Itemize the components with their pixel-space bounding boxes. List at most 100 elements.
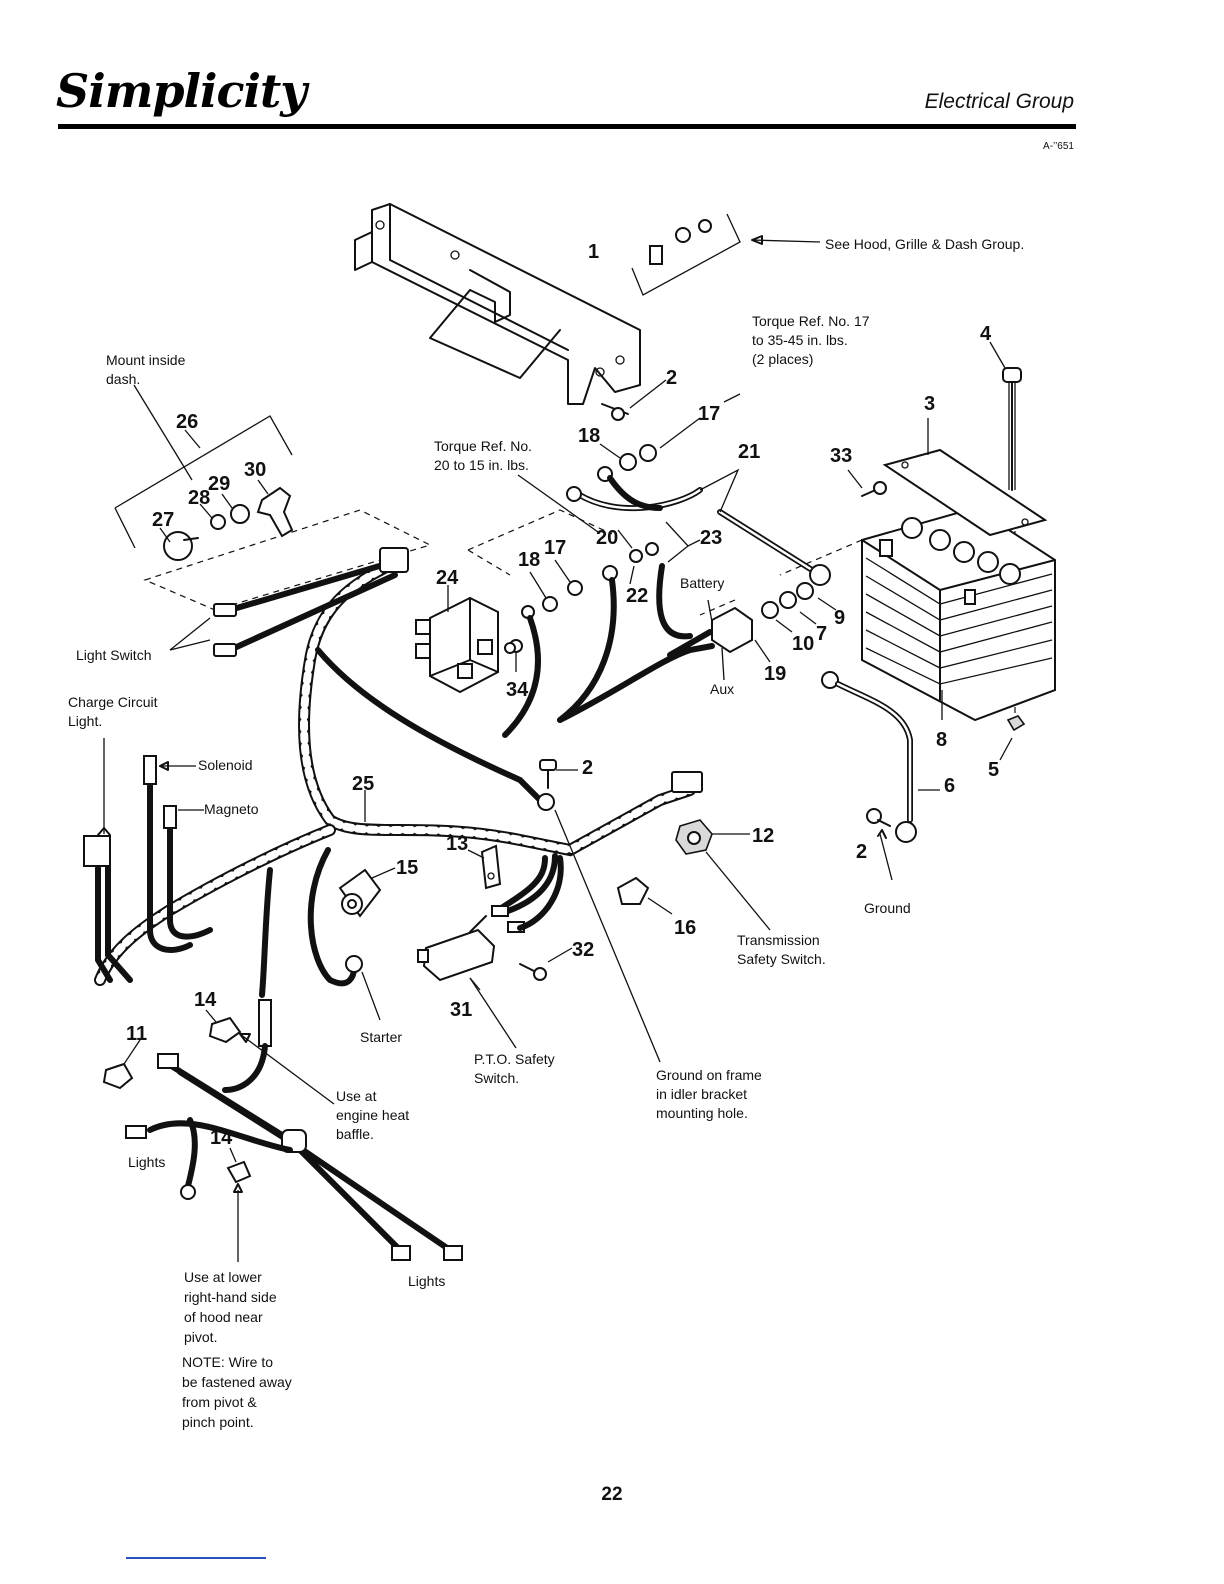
solenoid-24	[415, 585, 523, 694]
lights-left-label: Lights	[128, 1154, 165, 1170]
ground-frame-line1: Ground on frame	[656, 1067, 762, 1083]
mount-dash-line2: dash.	[106, 371, 140, 387]
screw-32	[519, 947, 573, 981]
reference-code: A-’’651	[1043, 141, 1074, 152]
frame-ground-wire	[537, 793, 661, 1063]
pto-safety-switch-31	[417, 915, 517, 1049]
aux-label: Aux	[710, 681, 734, 697]
section-title: Electrical Group	[924, 90, 1074, 113]
starter-wire	[259, 847, 381, 1021]
callout-13: 13	[446, 833, 468, 855]
lower-hood-line3: of hood near	[184, 1309, 263, 1325]
battery-cable-21	[566, 466, 831, 586]
charge-circuit-line1: Charge Circuit	[68, 694, 158, 710]
callout-23: 23	[700, 527, 722, 549]
callout-3: 3	[924, 393, 935, 415]
cable-23	[656, 521, 701, 640]
wiring-harness-25	[94, 547, 703, 986]
torque-20-line1: Torque Ref. No.	[434, 438, 532, 454]
callout-9: 9	[834, 607, 845, 629]
callout-2-center: 2	[582, 757, 593, 779]
callout-34: 34	[506, 679, 529, 701]
callout-18-middle: 18	[518, 549, 540, 571]
mount-dash-line1: Mount inside	[106, 352, 186, 368]
pto-line2: Switch.	[474, 1070, 519, 1086]
heat-baffle-line3: baffle.	[336, 1126, 374, 1142]
ground-frame-line2: in idler bracket	[656, 1086, 747, 1102]
header-rule	[58, 124, 1076, 129]
dash-bracket	[354, 203, 641, 405]
lower-hood-line4: pivot.	[184, 1329, 217, 1345]
note-wire-line4: pinch point.	[182, 1414, 254, 1430]
callout-18-top: 18	[578, 425, 600, 447]
nut-5	[999, 715, 1026, 761]
transmission-line1: Transmission	[737, 932, 820, 948]
footer-line	[126, 1557, 266, 1559]
torque-17-line2: to 35-45 in. lbs.	[752, 332, 848, 348]
callout-2-ground: 2	[856, 841, 867, 863]
heat-baffle-line1: Use at	[336, 1088, 377, 1104]
transmission-safety-switch-12	[675, 819, 771, 931]
hold-down-rod-4	[989, 341, 1022, 491]
ground-frame-line3: mounting hole.	[656, 1105, 748, 1121]
callout-22: 22	[626, 585, 648, 607]
light-switch-label: Light Switch	[76, 647, 151, 663]
callout-28: 28	[188, 487, 210, 509]
charge-circuit-connectors	[83, 738, 213, 983]
battery-connector-19	[557, 599, 771, 723]
hood-parts-reference	[631, 213, 821, 296]
callout-20: 20	[596, 527, 618, 549]
callout-1: 1	[588, 241, 599, 263]
clamp-13	[467, 844, 502, 890]
callout-6: 6	[944, 775, 955, 797]
callout-11: 11	[126, 1023, 147, 1045]
callout-32: 32	[572, 939, 594, 961]
callout-26: 26	[176, 411, 198, 433]
lights-bottom-label: Lights	[408, 1273, 445, 1289]
callout-31: 31	[450, 999, 472, 1021]
callout-7: 7	[816, 623, 827, 645]
bolt-2-top	[601, 379, 667, 421]
callout-21: 21	[738, 441, 760, 463]
lower-hood-line1: Use at lower	[184, 1269, 262, 1285]
brand-logo: Simplicity	[56, 64, 307, 118]
note-wire-line1: NOTE: Wire to	[182, 1354, 273, 1370]
ground-label: Ground	[864, 900, 911, 916]
bolt-34	[504, 642, 516, 654]
pto-line1: P.T.O. Safety	[474, 1051, 555, 1067]
callout-27: 27	[152, 509, 174, 531]
transmission-line2: Safety Switch.	[737, 951, 826, 967]
callout-25: 25	[352, 773, 374, 795]
callout-4: 4	[980, 323, 992, 345]
ground-cable-6	[821, 671, 943, 843]
charge-circuit-line2: Light.	[68, 713, 102, 729]
callout-14-upper: 14	[194, 989, 217, 1011]
lower-hood-line2: right-hand side	[184, 1289, 277, 1305]
callout-17-middle: 17	[544, 537, 566, 559]
callout-29: 29	[208, 473, 230, 495]
hood-group-note: See Hood, Grille & Dash Group.	[825, 236, 1024, 252]
callout-2-top: 2	[666, 367, 677, 389]
note-wire-line3: from pivot &	[182, 1394, 257, 1410]
callout-19: 19	[764, 663, 786, 685]
hardware-18-17-middle	[502, 559, 583, 738]
torque-17-line1: Torque Ref. No. 17	[752, 313, 870, 329]
battery-8	[861, 506, 1056, 722]
clip-16	[616, 876, 673, 915]
callout-8: 8	[936, 729, 947, 751]
callout-33: 33	[830, 445, 852, 467]
callout-10: 10	[792, 633, 814, 655]
callout-5: 5	[988, 759, 999, 781]
page-number: 22	[601, 1484, 623, 1505]
torque-20-line2: 20 to 15 in. lbs.	[434, 457, 529, 473]
hardware-20	[517, 474, 659, 563]
hardware-18-17-top	[599, 393, 741, 471]
lights-harness	[125, 999, 463, 1261]
callout-30: 30	[244, 459, 266, 481]
grommet-15	[338, 867, 396, 918]
clip-14-lower	[226, 1147, 252, 1262]
bolt-2-ground	[866, 808, 893, 881]
torque-17-line3: (2 places)	[752, 351, 813, 367]
note-wire-line2: be fastened away	[182, 1374, 292, 1390]
